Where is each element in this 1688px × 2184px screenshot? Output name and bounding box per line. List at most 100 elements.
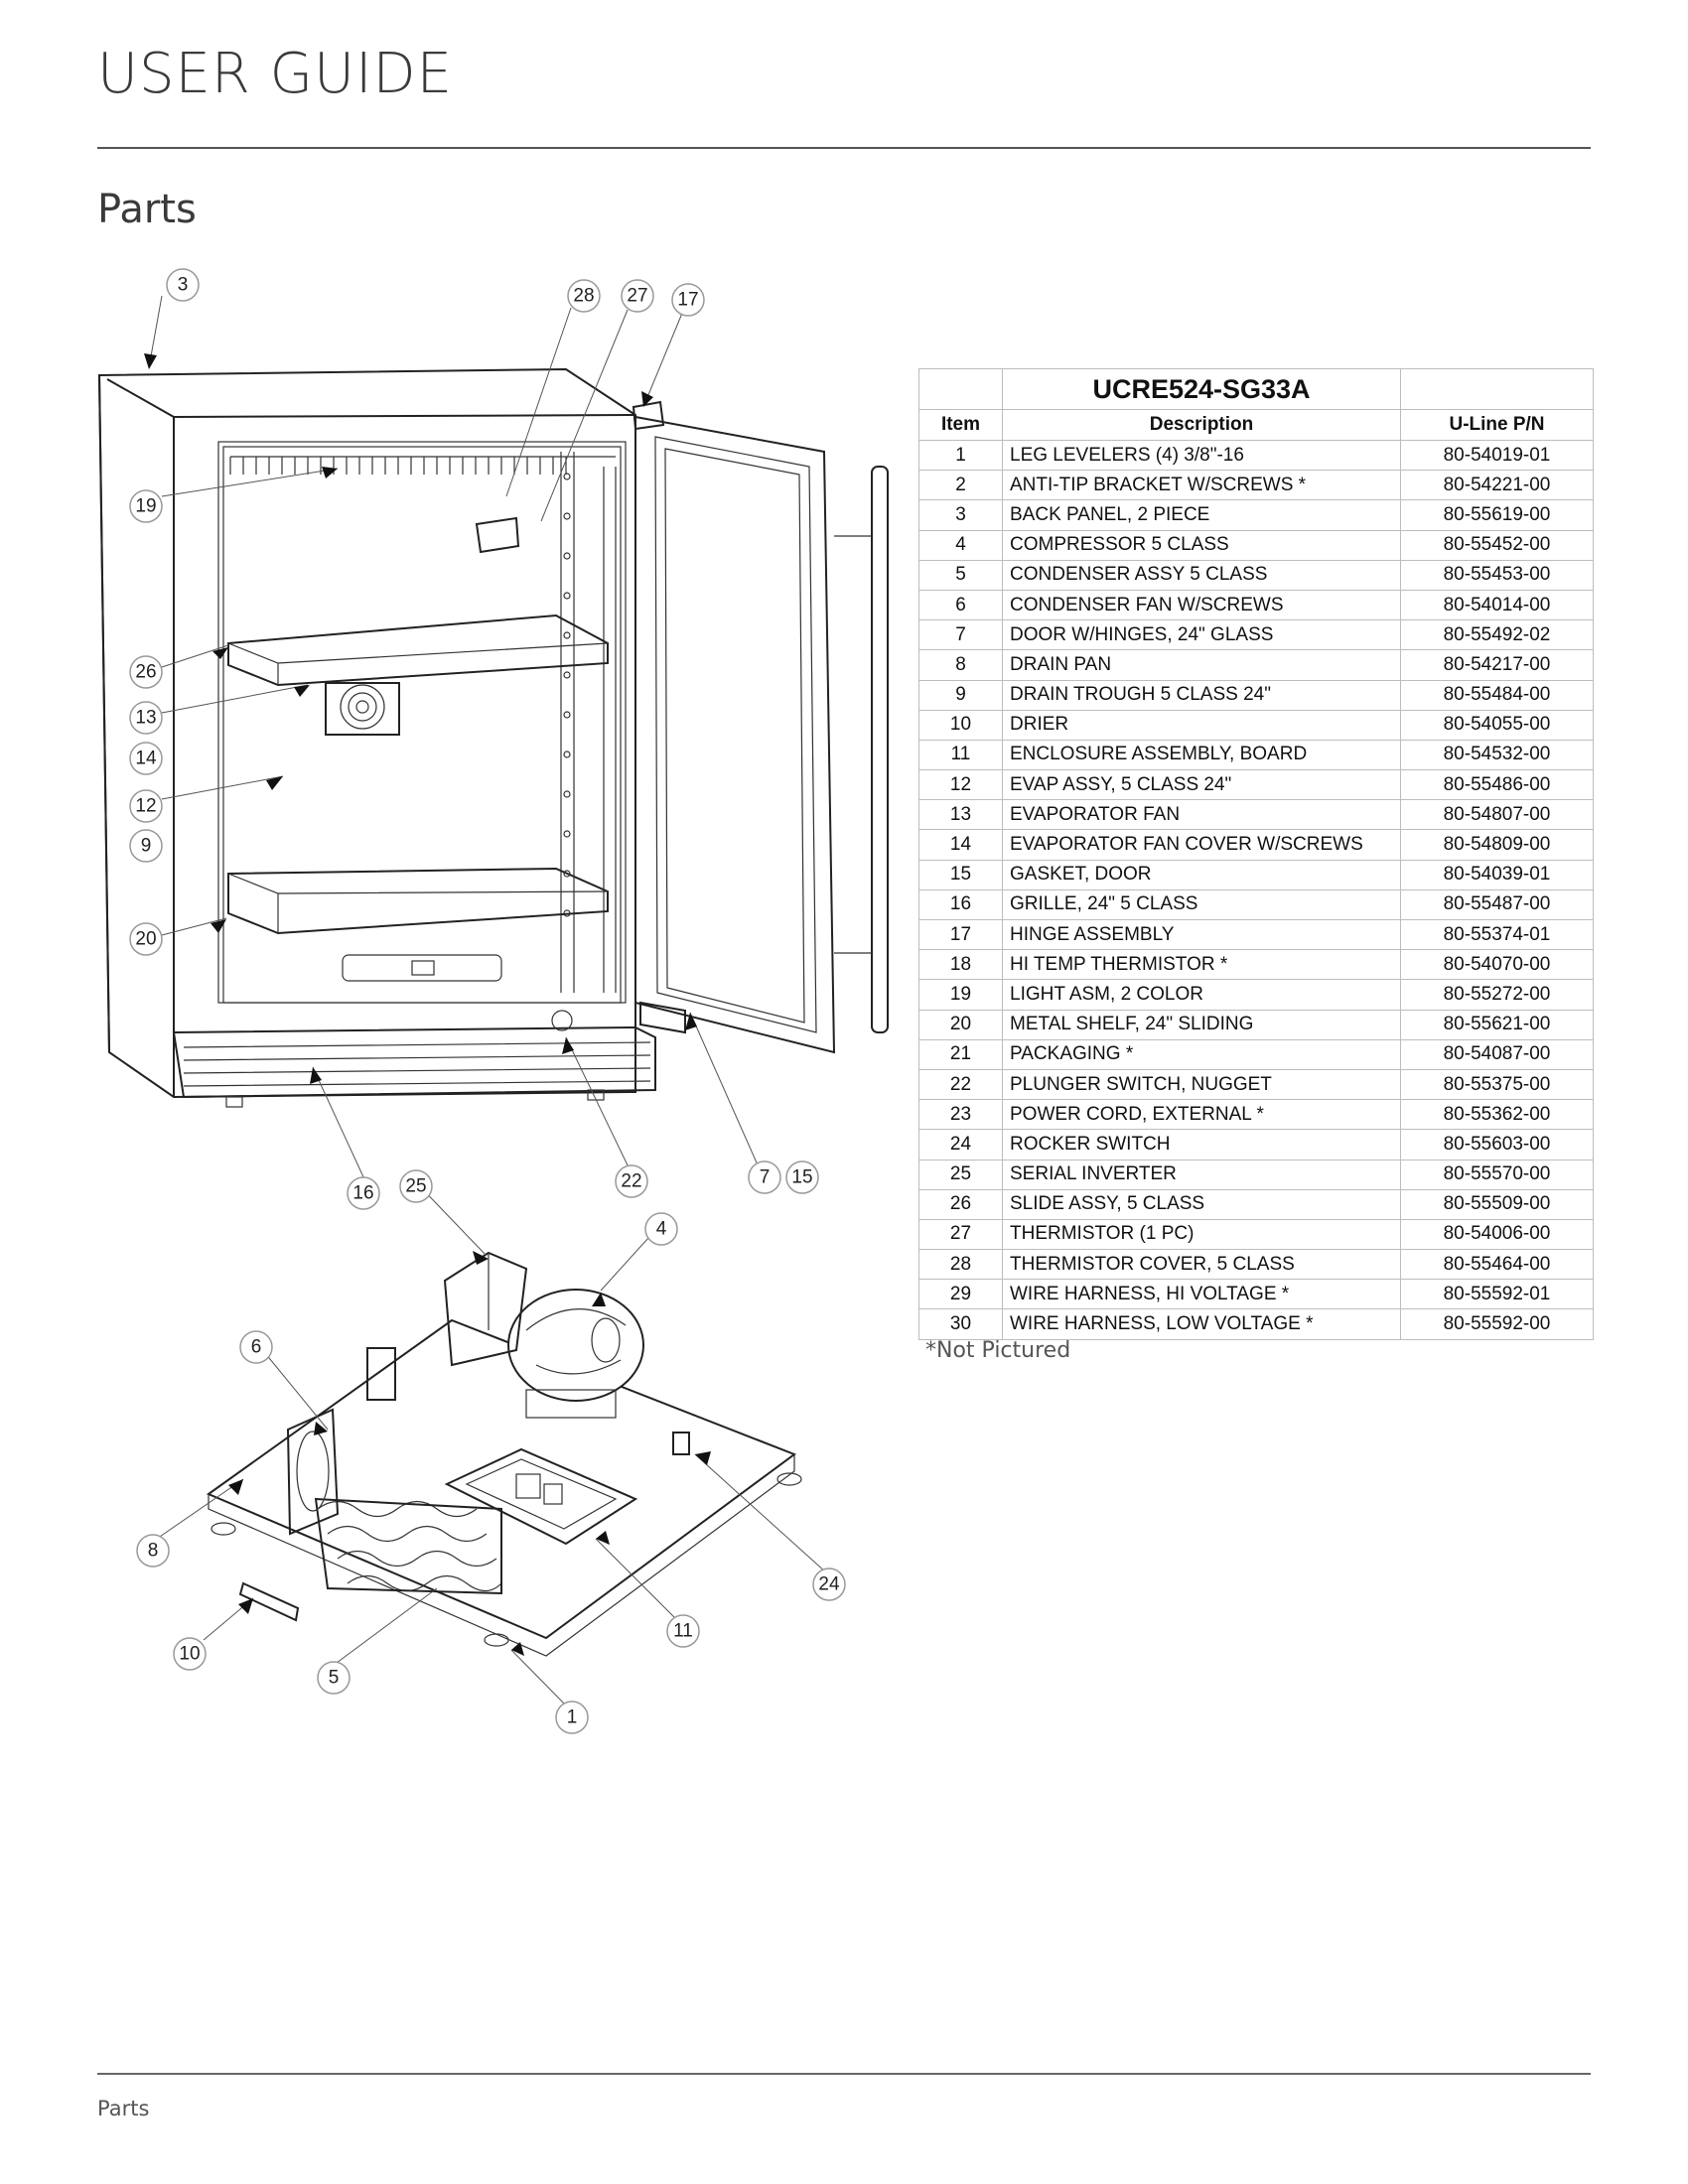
cell-pn: 80-55570-00	[1400, 1159, 1594, 1190]
svg-text:28: 28	[573, 286, 594, 307]
model-number: UCRE524-SG33A	[1002, 368, 1401, 410]
cell-description: ENCLOSURE ASSEMBLY, BOARD	[1002, 739, 1401, 771]
cell-description: EVAPORATOR FAN COVER W/SCREWS	[1002, 829, 1401, 861]
cell-pn: 80-55592-01	[1400, 1279, 1594, 1310]
cell-item: 11	[918, 739, 1003, 771]
cell-description: EVAP ASSY, 5 CLASS 24"	[1002, 769, 1401, 801]
callout-7: 7	[748, 1160, 781, 1194]
svg-text:8: 8	[148, 1541, 159, 1562]
cell-pn: 80-54019-01	[1400, 439, 1594, 472]
cell-item: 30	[918, 1308, 1003, 1340]
cell-description: DRAIN PAN	[1002, 649, 1401, 681]
cell-item: 4	[918, 529, 1003, 561]
cell-item: 18	[918, 949, 1003, 981]
cell-pn: 80-55272-00	[1400, 979, 1594, 1011]
svg-text:12: 12	[135, 796, 156, 817]
callout-12: 12	[129, 789, 163, 823]
cell-item: 9	[918, 679, 1003, 711]
svg-text:17: 17	[677, 290, 698, 311]
callout-3: 3	[166, 268, 200, 302]
cell-item: 14	[918, 829, 1003, 861]
callout-16: 16	[347, 1176, 380, 1210]
cell-item: 19	[918, 979, 1003, 1011]
cell-item: 22	[918, 1068, 1003, 1101]
footer-label: Parts	[97, 2097, 150, 2120]
cell-pn: 80-55592-00	[1400, 1308, 1594, 1340]
parts-diagram: 3 28 27 17 19 26 13 14 12 9 20 16 25 22 …	[97, 268, 889, 1734]
cell-pn: 80-55492-02	[1400, 619, 1594, 651]
callout-6: 6	[239, 1330, 273, 1364]
callout-5: 5	[317, 1661, 351, 1695]
cell-description: SERIAL INVERTER	[1002, 1159, 1401, 1190]
cell-item: 3	[918, 499, 1003, 531]
cell-description: ROCKER SWITCH	[1002, 1129, 1401, 1160]
cell-pn: 80-55453-00	[1400, 559, 1594, 591]
svg-text:7: 7	[760, 1167, 771, 1188]
cell-item: 27	[918, 1218, 1003, 1251]
svg-text:6: 6	[251, 1337, 262, 1358]
svg-text:15: 15	[791, 1167, 812, 1188]
machine-compartment-drawing	[206, 1251, 802, 1657]
callout-14: 14	[129, 742, 163, 775]
parts-table: UCRE524-SG33A Item Description U-Line P/…	[918, 368, 1594, 1340]
cell-description: GRILLE, 24" 5 CLASS	[1002, 888, 1401, 921]
callout-19: 19	[129, 489, 163, 523]
cell-description: EVAPORATOR FAN	[1002, 799, 1401, 831]
cell-description: CONDENSER FAN W/SCREWS	[1002, 589, 1401, 621]
svg-text:5: 5	[329, 1668, 340, 1689]
callout-17: 17	[671, 283, 705, 317]
cell-pn: 80-54807-00	[1400, 799, 1594, 831]
cell-description: LIGHT ASM, 2 COLOR	[1002, 979, 1401, 1011]
cell-pn: 80-55603-00	[1400, 1129, 1594, 1160]
footnote: *Not Pictured	[925, 1338, 1071, 1363]
cell-description: COMPRESSOR 5 CLASS	[1002, 529, 1401, 561]
svg-text:4: 4	[656, 1219, 667, 1240]
svg-text:27: 27	[627, 286, 647, 307]
callout-25: 25	[399, 1169, 433, 1203]
svg-text:20: 20	[135, 929, 156, 950]
svg-text:14: 14	[135, 749, 157, 769]
cell-description: DRAIN TROUGH 5 CLASS 24"	[1002, 679, 1401, 711]
cell-description: WIRE HARNESS, LOW VOLTAGE *	[1002, 1308, 1401, 1340]
cabinet-drawing	[97, 367, 889, 1108]
svg-text:13: 13	[135, 708, 156, 729]
cell-description: DRIER	[1002, 709, 1401, 741]
svg-text:24: 24	[818, 1574, 840, 1595]
cell-pn: 80-54055-00	[1400, 709, 1594, 741]
svg-text:3: 3	[178, 275, 189, 296]
callout-4: 4	[644, 1212, 678, 1246]
cell-description: POWER CORD, EXTERNAL *	[1002, 1099, 1401, 1131]
cell-pn: 80-54217-00	[1400, 649, 1594, 681]
footer-divider	[97, 2073, 1591, 2075]
cell-item: 28	[918, 1249, 1003, 1281]
cell-pn: 80-55484-00	[1400, 679, 1594, 711]
callout-22: 22	[615, 1164, 648, 1198]
cell-pn: 80-55509-00	[1400, 1188, 1594, 1220]
callout-11: 11	[666, 1614, 700, 1648]
cell-pn: 80-54809-00	[1400, 829, 1594, 861]
cell-item: 5	[918, 559, 1003, 591]
cell-pn: 80-54014-00	[1400, 589, 1594, 621]
cell-description: THERMISTOR COVER, 5 CLASS	[1002, 1249, 1401, 1281]
arrowheads	[144, 353, 711, 1656]
table-model-row: UCRE524-SG33A	[918, 368, 1594, 410]
cell-pn: 80-55375-00	[1400, 1068, 1594, 1101]
svg-text:19: 19	[135, 496, 156, 517]
